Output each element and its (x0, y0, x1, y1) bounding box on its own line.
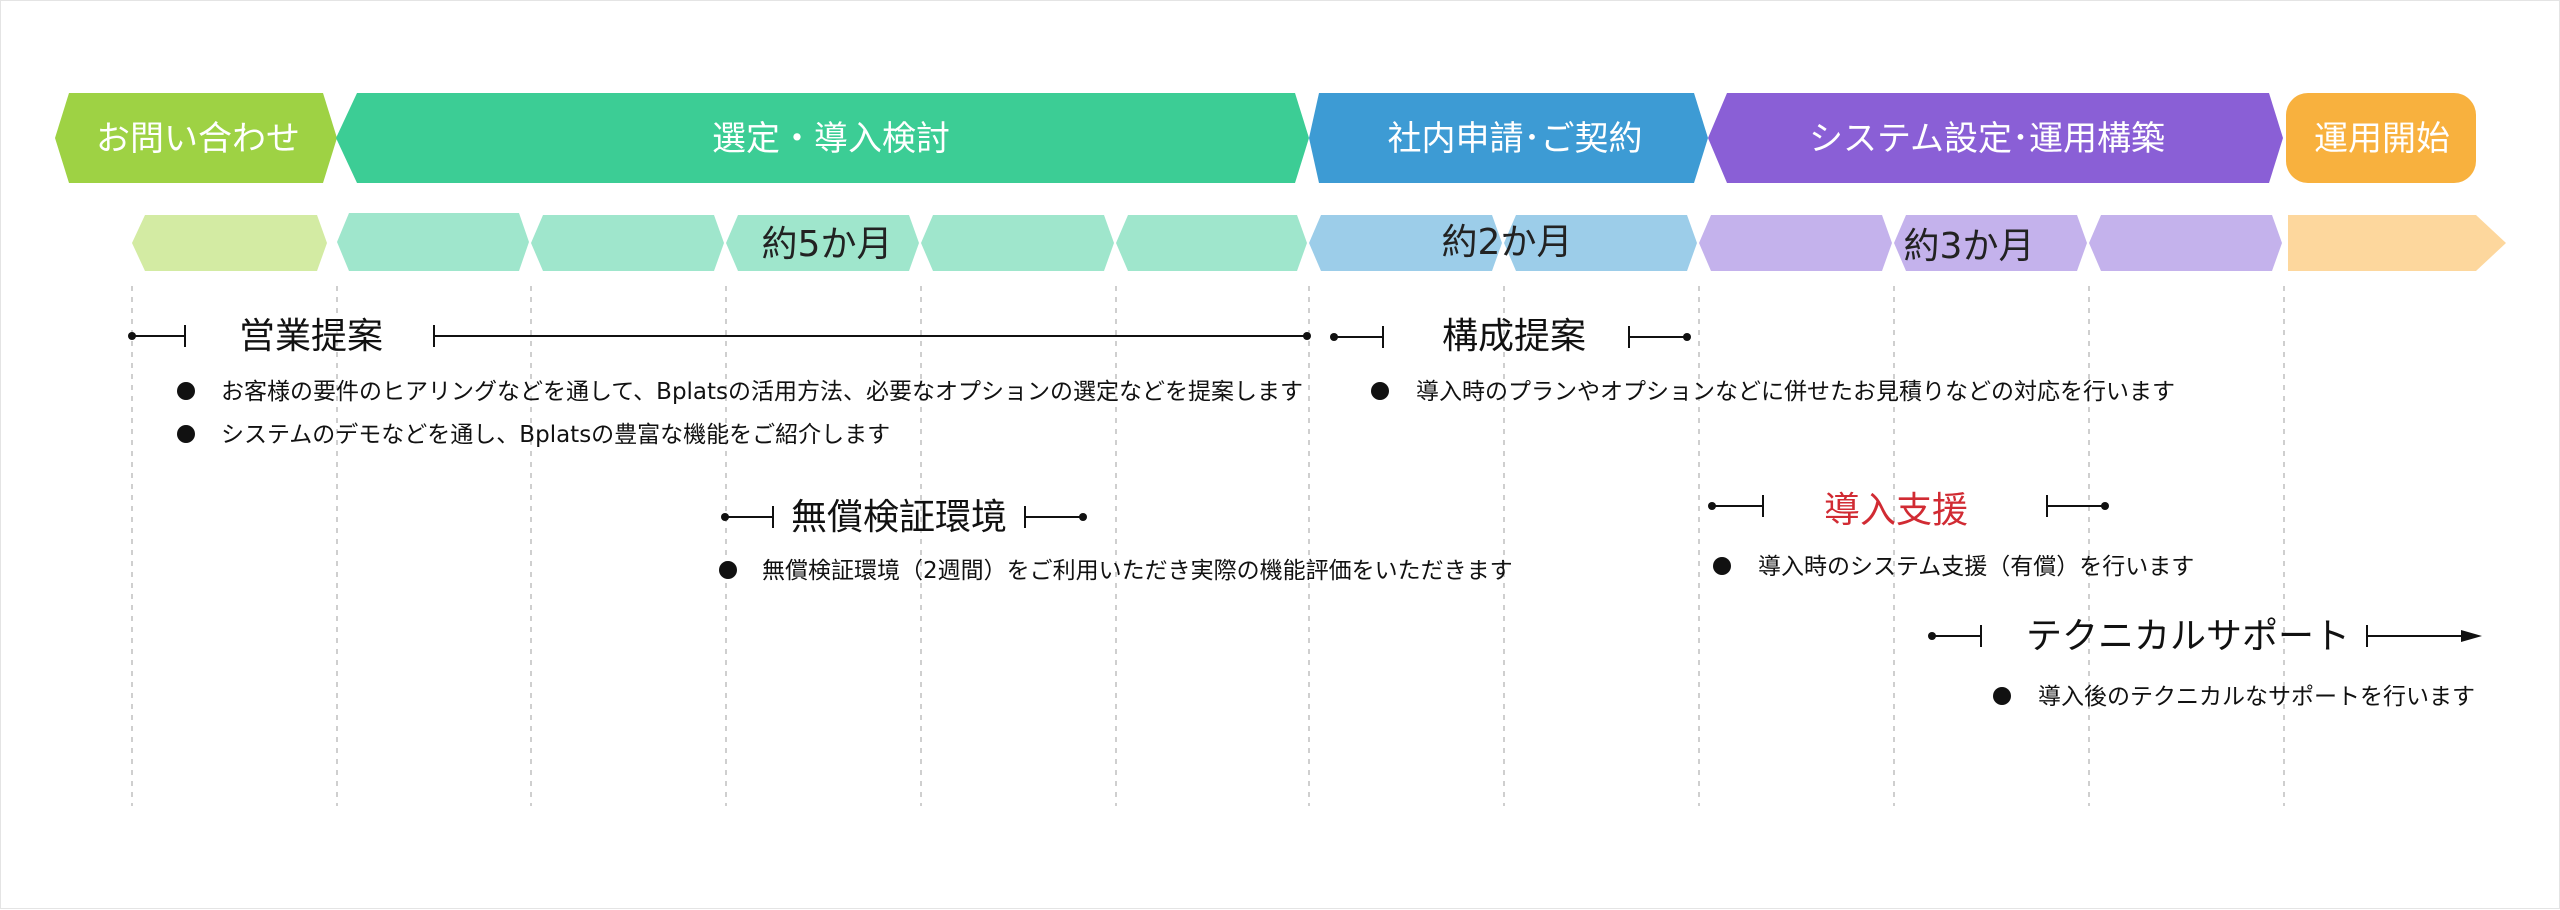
section-bullet: システムのデモなどを通し、Bplatsの豊富な機能をご紹介します (221, 422, 890, 448)
section-title: テクニカルサポート (2026, 616, 2350, 657)
phase-selection-shape (336, 93, 1309, 183)
phase-contract-label: 社内申請･ご契約 (1388, 119, 1643, 159)
timeline-segment-setup (1699, 215, 1892, 271)
section-bullet: 無償検証環境（2週間）をご利用いただき実際の機能評価をいただきます (762, 558, 1513, 584)
timeline-segment-selection (531, 215, 724, 271)
section-bullet: 導入時のプランやオプションなどに併せたお見積りなどの対応を行います (1416, 379, 2175, 405)
section-sales-proposal: 営業提案 お客様の要件のヒアリングなどを通して、Bplatsの活用方法、必要なオ… (128, 316, 1311, 448)
section-free-trial: 無償検証環境 無償検証環境（2週間）をご利用いただき実際の機能評価をいただきます (719, 497, 1513, 584)
timeline-segment-inquiry (132, 215, 327, 271)
bullet-dot (1371, 382, 1389, 400)
timeline-segment-setup (2089, 215, 2282, 271)
timeline-segment-setup (1894, 215, 2087, 271)
timeline-segment-selection (726, 215, 919, 271)
bracket-end-dot (1303, 332, 1311, 340)
bullet-dot (177, 382, 195, 400)
phase-header: お問い合わせ 選定・導入検討 社内申請･ご契約 システム設定･運用構築 運用開始 (55, 93, 2476, 183)
timeline-segment-contract (1309, 215, 1502, 271)
section-configuration-proposal: 構成提案 導入時のプランやオプションなどに併せたお見積りなどの対応を行います (1330, 316, 2175, 405)
timeline-row: 約5か月 約2か月 約3か月 (132, 213, 2506, 271)
timeline-segment-start (2288, 215, 2506, 271)
section-title: 営業提案 (239, 316, 383, 357)
section-bullet: 導入時のシステム支援（有償）を行います (1758, 554, 2194, 580)
phase-start-label: 運用開始 (2314, 119, 2450, 159)
timeline-segment-selection (1116, 215, 1307, 271)
phase-setup-shape (1708, 93, 2283, 183)
phase-start-shape (2286, 93, 2476, 183)
bracket-end-dot (2101, 502, 2109, 510)
phase-inquiry-label: お問い合わせ (96, 119, 300, 159)
phase-inquiry-shape (55, 93, 337, 183)
duration-label-setup: 約3か月 (1904, 226, 2035, 267)
phase-selection-label: 選定・導入検討 (712, 119, 950, 159)
section-bullet: 導入後のテクニカルなサポートを行います (2038, 684, 2475, 710)
duration-label-contract: 約2か月 (1442, 222, 1573, 263)
bullet-dot (1993, 687, 2011, 705)
section-title: 導入支援 (1824, 490, 1968, 531)
timeline-segment-contract (1504, 215, 1697, 271)
section-title: 無償検証環境 (791, 497, 1007, 538)
section-title: 構成提案 (1442, 316, 1586, 357)
bullet-dot (1713, 557, 1731, 575)
timeline-segment-selection (337, 213, 529, 271)
bullet-dot (719, 561, 737, 579)
month-grid-lines (131, 286, 2285, 806)
section-technical-support: テクニカルサポート 導入後のテクニカルなサポートを行います (1928, 616, 2482, 710)
arrow-head-icon (2461, 630, 2482, 642)
bracket-end-dot (1079, 513, 1087, 521)
duration-label-selection: 約5か月 (762, 224, 893, 265)
section-bullet: お客様の要件のヒアリングなどを通して、Bplatsの活用方法、必要なオプションの… (221, 379, 1303, 405)
phase-setup-label: システム設定･運用構築 (1809, 119, 2165, 159)
section-implementation-support: 導入支援 導入時のシステム支援（有償）を行います (1708, 490, 2194, 580)
phase-contract-shape (1309, 93, 1708, 183)
bracket-end-dot (1683, 333, 1691, 341)
bullet-dot (177, 425, 195, 443)
timeline-segment-selection (921, 215, 1114, 271)
